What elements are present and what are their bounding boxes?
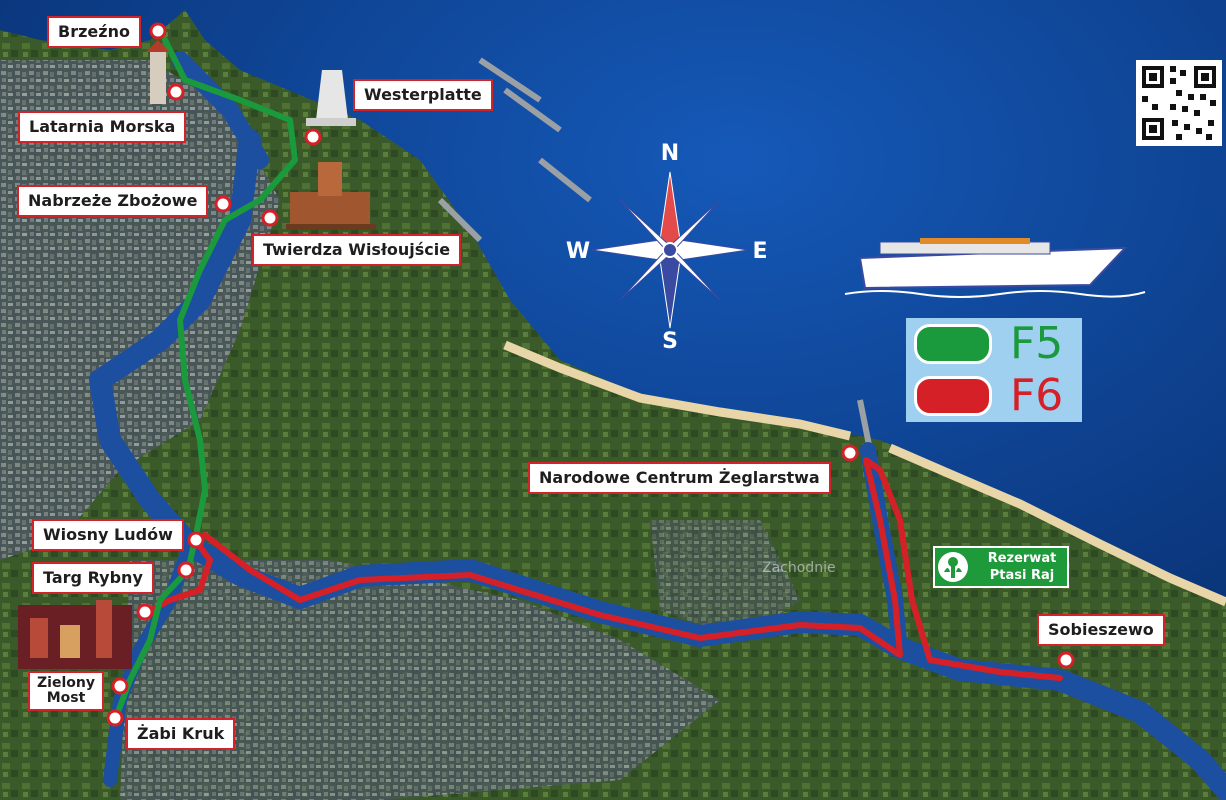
area-label: Zachodnie: [762, 560, 836, 576]
lighthouse-icon: [146, 40, 170, 104]
reserve-line1: Rezerwat: [987, 551, 1057, 566]
marker-zielony-2[interactable]: [111, 677, 129, 695]
reserve-text: Rezerwat Ptasi Raj: [979, 550, 1065, 584]
stop-label-brzezno[interactable]: Brzeźno: [47, 16, 141, 48]
legend-label-f6: F6: [1010, 370, 1064, 421]
reserve-line2: Ptasi Raj: [989, 568, 1055, 583]
marker-latarnia[interactable]: [167, 83, 185, 101]
stop-label-zabi[interactable]: Żabi Kruk: [126, 718, 236, 750]
stop-label-zielony-line2: Most: [46, 690, 86, 706]
stop-label-nabrzeze[interactable]: Nabrzeże Zbożowe: [17, 185, 209, 217]
stop-markers: [106, 22, 1075, 727]
marker-targ[interactable]: [177, 561, 195, 579]
marker-nabrzeze[interactable]: [214, 195, 232, 213]
legend-swatch-f6: [914, 376, 992, 416]
stop-label-zielony-line1: Zielony: [37, 675, 95, 691]
marker-wiosny[interactable]: [187, 531, 205, 549]
legend-row-f5: F5: [906, 318, 1082, 370]
compass-w: W: [566, 239, 590, 264]
compass-s: S: [662, 329, 678, 354]
marker-zabi[interactable]: [106, 709, 124, 727]
compass-e: E: [752, 239, 767, 264]
legend-swatch-f5: [914, 324, 992, 364]
stop-label-zielony[interactable]: Zielony Most: [28, 671, 104, 711]
qr-code-icon[interactable]: [1136, 60, 1222, 146]
marker-twierdza[interactable]: [261, 209, 279, 227]
stop-label-twierdza[interactable]: Twierdza Wisłoujście: [252, 234, 462, 266]
westerplatte-monument-icon: [306, 70, 356, 126]
fortress-icon: [286, 162, 376, 230]
marker-ncz[interactable]: [841, 444, 859, 462]
city-south: [120, 560, 720, 800]
port-piers: [437, 57, 873, 451]
nature-reserve-icon: [938, 552, 968, 582]
stop-label-sobieszewo[interactable]: Sobieszewo: [1037, 614, 1165, 646]
stop-label-wiosny[interactable]: Wiosny Ludów: [32, 519, 184, 551]
old-town-skyline-icon: [18, 600, 132, 669]
stop-label-westerplatte[interactable]: Westerplatte: [353, 79, 493, 111]
stop-label-targ[interactable]: Targ Rybny: [32, 562, 154, 594]
marker-brzezno[interactable]: [149, 22, 167, 40]
marker-westerplatte[interactable]: [304, 128, 322, 146]
route-f5: [115, 37, 298, 715]
route-legend: F5 F6: [906, 318, 1082, 422]
marker-sobieszewo[interactable]: [1057, 651, 1075, 669]
ship-icon: [844, 238, 1146, 298]
compass-n: N: [661, 141, 679, 166]
beach-east: [888, 443, 1226, 607]
legend-label-f5: F5: [1010, 318, 1064, 369]
stop-label-ncz[interactable]: Narodowe Centrum Żeglarstwa: [528, 462, 831, 494]
stop-label-latarnia[interactable]: Latarnia Morska: [18, 111, 187, 143]
qr-code-graphic: [1142, 66, 1216, 140]
channel-port: [171, 51, 269, 169]
marker-zielony[interactable]: [136, 603, 154, 621]
legend-row-f6: F6: [906, 370, 1082, 422]
compass-rose: N S E W: [566, 141, 768, 354]
reserve-badge: Rezerwat Ptasi Raj: [933, 546, 1069, 588]
city-east: [650, 520, 800, 640]
route-f6: [145, 457, 1063, 681]
beach-stogi: [503, 340, 852, 441]
